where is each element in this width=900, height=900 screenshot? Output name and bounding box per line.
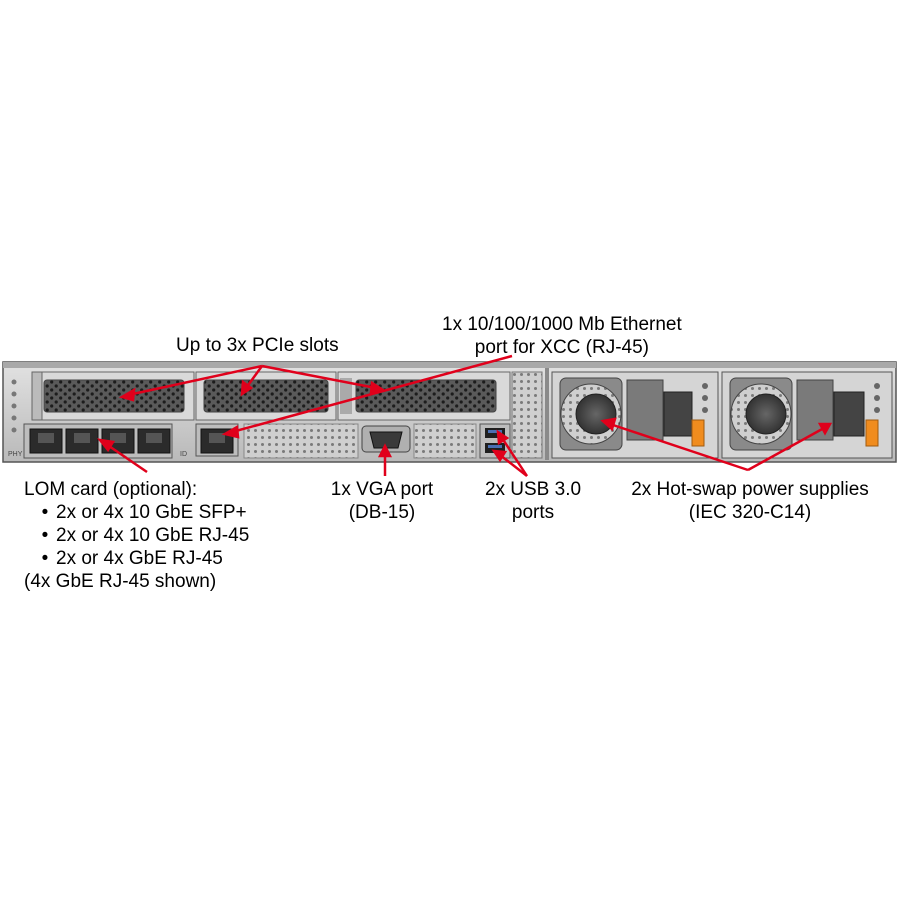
xcc-label-line2: port for XCC (RJ-45) bbox=[474, 337, 649, 358]
pcie-slot-1 bbox=[31, 371, 195, 421]
middle-vent bbox=[243, 423, 359, 459]
usb-label: 2x USB 3.0 ports bbox=[478, 478, 588, 524]
usb-label-line1: 2x USB 3.0 bbox=[484, 479, 582, 500]
lom-option: 2x or 4x 10 GbE SFP+ bbox=[24, 501, 249, 524]
pcie-slot-2 bbox=[195, 371, 337, 421]
vent-right-of-vga bbox=[413, 423, 477, 459]
xcc-label: 1x 10/100/1000 Mb Ethernet port for XCC … bbox=[442, 313, 682, 359]
lom-note: (4x GbE RJ-45 shown) bbox=[24, 571, 217, 592]
arrow-usb-1 bbox=[500, 437, 529, 477]
power-supply-2 bbox=[721, 371, 893, 459]
lom-title: LOM card (optional): bbox=[24, 479, 198, 500]
lom-option: 2x or 4x 10 GbE RJ-45 bbox=[24, 524, 249, 547]
lom-options-list: 2x or 4x 10 GbE SFP+ 2x or 4x 10 GbE RJ-… bbox=[24, 501, 249, 570]
usb-label-line2: ports bbox=[511, 502, 555, 523]
arrow-pcie-slot-3 bbox=[261, 364, 377, 390]
id-mark: ID bbox=[180, 451, 187, 458]
arrow-lom bbox=[105, 442, 148, 474]
vga-label-line1: 1x VGA port bbox=[330, 479, 434, 500]
arrow-xcc bbox=[231, 354, 513, 434]
psu-label-line2: (IEC 320-C14) bbox=[688, 502, 812, 523]
left-ear bbox=[11, 379, 17, 433]
vga-label: 1x VGA port (DB-15) bbox=[322, 478, 442, 524]
pcie-label: Up to 3x PCIe slots bbox=[176, 335, 339, 356]
arrow-psu-1 bbox=[609, 422, 749, 472]
lom-option: 2x or 4x GbE RJ-45 bbox=[24, 547, 249, 570]
arrow-pcie-slot-2 bbox=[244, 365, 264, 389]
io-vent bbox=[511, 371, 543, 459]
phy-mark: PHY bbox=[8, 451, 23, 458]
lom-card bbox=[23, 423, 173, 459]
vga-label-line2: (DB-15) bbox=[348, 502, 416, 523]
psu-label: 2x Hot-swap power supplies (IEC 320-C14) bbox=[618, 478, 882, 524]
lom-label: LOM card (optional): 2x or 4x 10 GbE SFP… bbox=[24, 478, 249, 593]
xcc-label-line1: 1x 10/100/1000 Mb Ethernet bbox=[442, 314, 682, 335]
arrow-pcie-slot-1 bbox=[127, 364, 263, 397]
callout-arrows bbox=[97, 354, 833, 477]
power-supply-1 bbox=[551, 371, 719, 459]
arrow-psu-2 bbox=[747, 426, 825, 472]
psu-label-line1: 2x Hot-swap power supplies bbox=[631, 479, 869, 500]
arrow-usb-2 bbox=[499, 454, 528, 477]
